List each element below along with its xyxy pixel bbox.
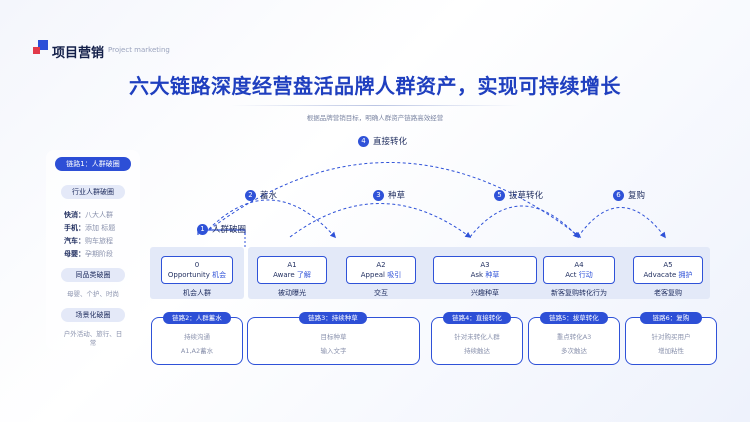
left-row-value: 购车旅程 [85, 237, 113, 245]
link-card-reservoir [151, 317, 243, 365]
left-scene-text-2: 常 [89, 339, 97, 347]
step-number-badge: 1 [197, 223, 208, 235]
left-scene-text-1: 户外活动、旅行、日 [63, 330, 123, 338]
left-row: 手机：添加 标题 [64, 223, 115, 233]
link-card-pull [528, 317, 620, 365]
link-card-line: 针对未转化人群 [454, 333, 500, 341]
stage-caption: 老客复购 [654, 289, 682, 297]
left-row-value: 孕期阶段 [85, 250, 113, 258]
step-number-badge: 2 [245, 189, 256, 201]
left-row-value: 添加 标题 [85, 224, 116, 232]
link-card-pill: 链路3：持续种草 [299, 312, 367, 324]
main-subtitle: 根据品牌营销目标，明确人群资产链路高效经营 [306, 114, 444, 122]
brand-square-blue [38, 40, 48, 50]
left-row-key: 手机： [64, 224, 85, 232]
left-row: 母婴：孕期阶段 [64, 249, 113, 259]
step-number-badge: 5 [494, 189, 505, 201]
section-title: 项目营销 [52, 46, 105, 61]
link-card-pill: 链路2：人群蓄水 [163, 312, 231, 324]
stage-caption: 被动曝光 [278, 289, 306, 297]
left-section-head-industry: 行业人群破圈 [61, 185, 125, 199]
step-number-badge: 4 [358, 135, 369, 147]
stage-caption: 新客复购转化行为 [551, 289, 607, 297]
link-card-direct [431, 317, 523, 365]
main-title: 六大链路深度经营盘活品牌人群资产，实现可持续增长 [129, 74, 621, 98]
link-card-pill: 链路4：直接转化 [443, 312, 511, 324]
link-card-pill: 链路5：拔草转化 [540, 312, 608, 324]
left-row-key: 母婴： [64, 250, 85, 258]
brand-square-red [33, 47, 40, 54]
left-panel-pill: 链路1：人群破圈 [55, 157, 131, 171]
left-row: 快消：八大人群 [64, 210, 113, 220]
link-card-line: 重点转化A3 [556, 333, 592, 341]
subtitle-divider [230, 105, 520, 106]
left-row-value: 八大人群 [85, 211, 113, 219]
link-card-line: A1,A2蓄水 [180, 347, 214, 355]
arc-direct-conversion [204, 162, 582, 238]
step-number-badge: 3 [373, 189, 384, 201]
left-row-key: 快消： [64, 211, 85, 219]
stage-caption: 兴趣种草 [471, 289, 499, 297]
link-card-line: 增加粘性 [658, 347, 684, 355]
link-card-repurchase [625, 317, 717, 365]
link-card-line: 持续沟通 [184, 333, 210, 341]
left-category-text: 母婴、个护、时尚 [67, 290, 119, 298]
left-row: 汽车：购车旅程 [64, 236, 113, 246]
link-card-line: 多次触达 [561, 347, 587, 355]
link-card-line: 目标种草 [320, 333, 347, 341]
section-subtitle: Project marketing [108, 46, 170, 54]
step-number-badge: 6 [613, 189, 624, 201]
link-card-line: 持续触达 [464, 347, 490, 355]
left-row-key: 汽车： [64, 237, 85, 245]
link-card-pill: 链路6：复购 [640, 312, 702, 324]
arc-repurchase [577, 207, 666, 239]
link-card-seeding [247, 317, 420, 365]
arc-pull-conversion [469, 205, 580, 239]
link-card-line: 针对购买用户 [651, 333, 691, 341]
left-section-head-category: 同品类破圈 [61, 268, 125, 282]
stage-caption: 交互 [374, 289, 388, 297]
left-section-head-scene: 场景化破圈 [61, 308, 125, 322]
stage-caption: 机会人群 [183, 289, 211, 297]
link-card-line: 输入文字 [320, 347, 347, 355]
